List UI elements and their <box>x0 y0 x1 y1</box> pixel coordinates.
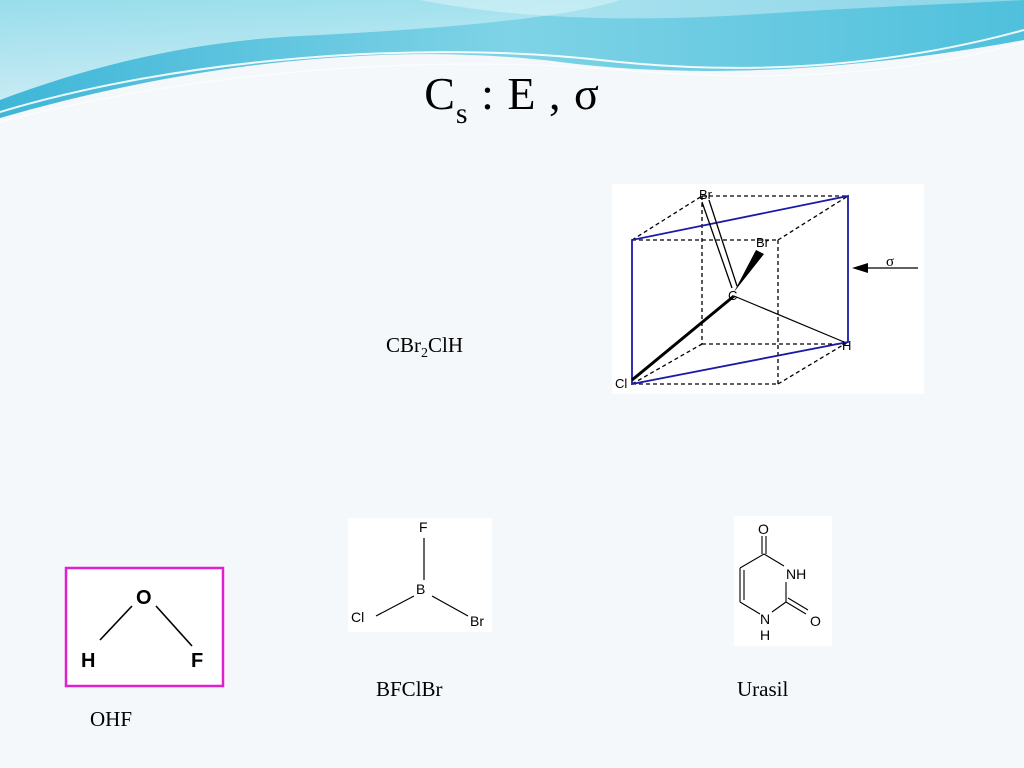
atom-br-top: Br <box>699 187 713 202</box>
atom-boron: B <box>416 581 425 597</box>
molecule-label-urasil: Urasil <box>737 677 789 701</box>
ohf-frame <box>64 566 225 688</box>
molecule-label-cbr2clh: CBr2ClH <box>386 332 463 367</box>
atom-oxygen: O <box>136 587 152 609</box>
molecule-label-bfclbr: BFClBr <box>376 677 443 701</box>
atom-chlorine: Cl <box>615 376 627 391</box>
cbr2clh-symmetry-figure: Br Br C H Cl σ <box>612 184 924 394</box>
ohf-structure-figure: O H F <box>64 566 226 690</box>
atom-fluorine: F <box>191 650 203 672</box>
atom-carbon: C <box>728 288 737 303</box>
atom-hydrogen: H <box>81 650 95 672</box>
atom-br-mid: Br <box>756 235 770 250</box>
arrow-left-icon <box>852 263 868 273</box>
formula-subscript: 2 <box>421 346 429 362</box>
atom-o-right: O <box>810 613 821 629</box>
sigma-plane <box>631 194 849 386</box>
molecule-label-ohf: OHF <box>90 707 133 731</box>
header-wave-banner <box>0 0 1024 123</box>
slide-title: Cs : E , σ <box>0 66 1024 142</box>
uracil-structure-figure: O NH O N H <box>734 516 832 646</box>
bfclbr-structure-figure: F B Cl Br <box>348 518 492 632</box>
formula-prefix: CBr <box>386 333 422 357</box>
title-rest: : E , σ <box>468 68 600 119</box>
atom-o-top: O <box>758 521 769 537</box>
atom-h-bottom: H <box>760 627 770 643</box>
title-main: C <box>424 68 456 119</box>
formula-suffix: ClH <box>428 333 464 357</box>
sigma-plane-label: σ <box>886 254 894 270</box>
atom-n-bottom: N <box>760 611 770 627</box>
atom-chlorine: Cl <box>351 609 364 625</box>
atom-bromine: Br <box>470 613 484 629</box>
atom-hydrogen: H <box>842 338 851 353</box>
title-subscript: s <box>455 97 469 130</box>
atom-fluorine: F <box>419 519 428 535</box>
atom-nh-right: NH <box>786 566 806 582</box>
